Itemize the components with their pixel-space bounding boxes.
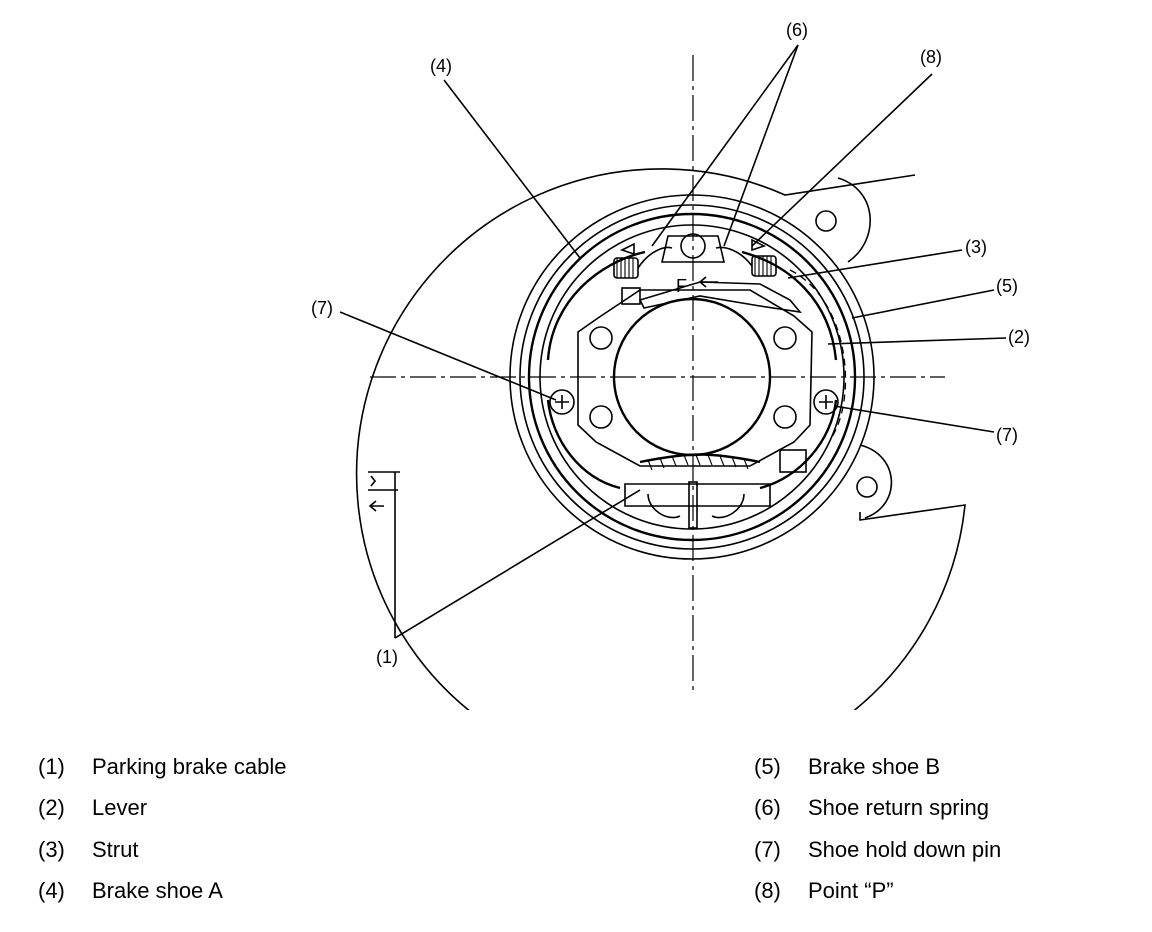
strut-spring [621, 287, 641, 305]
legend-label: Point “P” [808, 878, 894, 904]
hub-bolt-tr [773, 326, 797, 350]
lower-spring [639, 453, 761, 464]
hub-flange [577, 289, 813, 467]
legend-number: (1) [38, 753, 65, 779]
callout-3: (3) [965, 237, 987, 257]
leader-4 [443, 79, 581, 259]
legend-number: (5) [754, 753, 781, 779]
leader-6-right [723, 44, 799, 247]
legend-label: Parking brake cable [92, 753, 287, 779]
arrow-strut [698, 276, 718, 288]
legend-column-left: (1) Parking brake cable (2) Lever (3) St… [38, 746, 286, 912]
legend-label: Shoe return spring [808, 795, 989, 821]
anchor-block [660, 235, 726, 263]
adjuster-wheel-right [711, 493, 745, 519]
lower-spring-coils [647, 454, 749, 471]
spring-coils-left [616, 258, 634, 278]
point-f-label: F [676, 276, 687, 296]
backing-plate-tab-lower [859, 444, 893, 519]
callout-4: (4) [430, 56, 452, 76]
legend-column-right: (5) Brake shoe B (6) Shoe return spring … [754, 746, 1001, 912]
callout-7-left: (7) [311, 298, 333, 318]
brake-assembly-drawing: F (1) (2) (3) (4) (5) (6) (7) (7) (8) [311, 20, 1030, 710]
leader-8 [751, 73, 933, 247]
shoe-return-spring-left [637, 246, 673, 269]
backing-plate [355, 168, 966, 710]
legend-number: (3) [38, 836, 65, 862]
legend-item: (3) Strut [38, 829, 286, 871]
brake-assembly-figure: F (1) (2) (3) (4) (5) (6) (7) (7) (8) [311, 20, 1030, 710]
leader-3 [787, 249, 963, 279]
hold-down-pin-right-cross [819, 395, 833, 409]
hub-bolt-bl [589, 405, 613, 429]
legend-label: Lever [92, 795, 148, 821]
hub-bolt-br [773, 405, 797, 429]
arrow-top-left [619, 242, 635, 256]
legend-label: Brake shoe A [92, 878, 223, 904]
legend-label: Shoe hold down pin [808, 836, 1002, 862]
leader-7-right [833, 405, 995, 433]
leader-5 [851, 289, 995, 319]
lever-clip [779, 449, 807, 473]
legend-number: (7) [754, 836, 781, 862]
callout-8: (8) [920, 47, 942, 67]
callout-2: (2) [1008, 327, 1030, 347]
strut [638, 281, 802, 314]
legend-item: (8) Point “P” [754, 871, 1001, 913]
callout-1: (1) [376, 647, 398, 667]
mounting-hole-lower [856, 476, 878, 498]
shoe-return-spring-right [715, 246, 753, 267]
backing-plate-tab-upper [837, 177, 871, 263]
legend: (1) Parking brake cable (2) Lever (3) St… [0, 746, 1152, 916]
cable-arrow [368, 500, 384, 512]
legend-label: Strut [92, 836, 139, 862]
legend-item: (1) Parking brake cable [38, 746, 286, 788]
callout-6: (6) [786, 20, 808, 40]
adjuster-wheel-left [647, 493, 681, 519]
legend-number: (4) [38, 878, 65, 904]
legend-number: (8) [754, 878, 781, 904]
legend-item: (6) Shoe return spring [754, 788, 1001, 830]
legend-item: (7) Shoe hold down pin [754, 829, 1001, 871]
hold-down-pin-right [813, 389, 839, 415]
spring-coils-right [754, 256, 772, 276]
leader-7-left [339, 311, 557, 401]
legend-item: (5) Brake shoe B [754, 746, 1001, 788]
brake-shoe-a [546, 250, 646, 490]
callout-5: (5) [996, 276, 1018, 296]
legend-item: (2) Lever [38, 788, 286, 830]
legend-label: Brake shoe B [808, 753, 941, 779]
legend-number: (2) [38, 795, 65, 821]
mounting-hole-upper [815, 210, 837, 232]
legend-item: (4) Brake shoe A [38, 871, 286, 913]
lever-dashed-outline [789, 269, 847, 441]
hold-down-pin-left-cross [555, 395, 569, 409]
callout-7-right: (7) [996, 425, 1018, 445]
hub-bolt-tl [589, 326, 613, 350]
hold-down-pin-left [549, 389, 575, 415]
leader-6-left [651, 44, 799, 247]
leader-1-right [394, 489, 641, 639]
leader-2 [827, 337, 1007, 345]
brake-shoe-b [741, 250, 838, 490]
legend-number: (6) [754, 795, 781, 821]
